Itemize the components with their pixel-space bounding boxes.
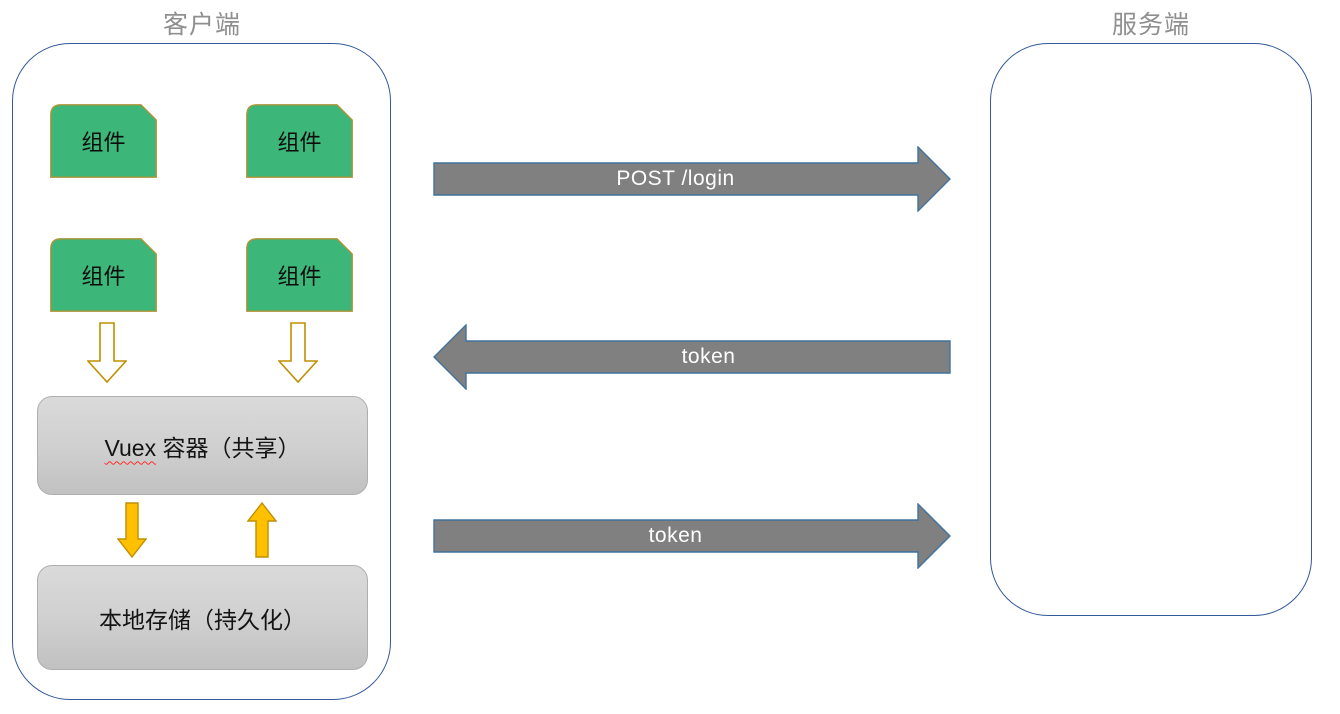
token-response-arrow: token — [433, 324, 951, 390]
component-box-4: 组件 — [246, 238, 353, 312]
component-box-3: 组件 — [50, 238, 157, 312]
component-box-1: 组件 — [50, 104, 157, 178]
local-storage-box: 本地存储（持久化） — [37, 565, 368, 670]
down-arrow-outline-icon — [277, 322, 319, 389]
server-container — [990, 43, 1312, 616]
client-panel-title: 客户端 — [162, 11, 241, 39]
local-storage-label: 本地存储（持久化） — [99, 606, 306, 633]
vuex-store-box: Vuex 容器（共享） — [37, 396, 368, 495]
component-box-2: 组件 — [246, 104, 353, 178]
component-label: 组件 — [81, 130, 126, 155]
token-response-arrow-label: token — [681, 345, 736, 368]
down-arrow-outline-icon — [86, 322, 128, 389]
post-login-arrow: POST /login — [433, 146, 951, 212]
component-label: 组件 — [277, 264, 322, 289]
client-container — [12, 43, 391, 700]
down-arrow-solid-icon — [116, 502, 148, 563]
token-request-arrow-label: token — [648, 524, 703, 547]
token-request-arrow: token — [433, 503, 951, 569]
post-login-arrow-label: POST /login — [616, 167, 735, 190]
server-panel-title: 服务端 — [1111, 11, 1190, 39]
vuex-store-label: Vuex 容器（共享） — [105, 429, 301, 463]
component-label: 组件 — [277, 130, 322, 155]
component-label: 组件 — [81, 264, 126, 289]
vuex-label-rest: 容器（共享） — [156, 434, 301, 461]
up-arrow-solid-icon — [246, 501, 278, 563]
vuex-word-misspelled: Vuex — [104, 434, 157, 461]
